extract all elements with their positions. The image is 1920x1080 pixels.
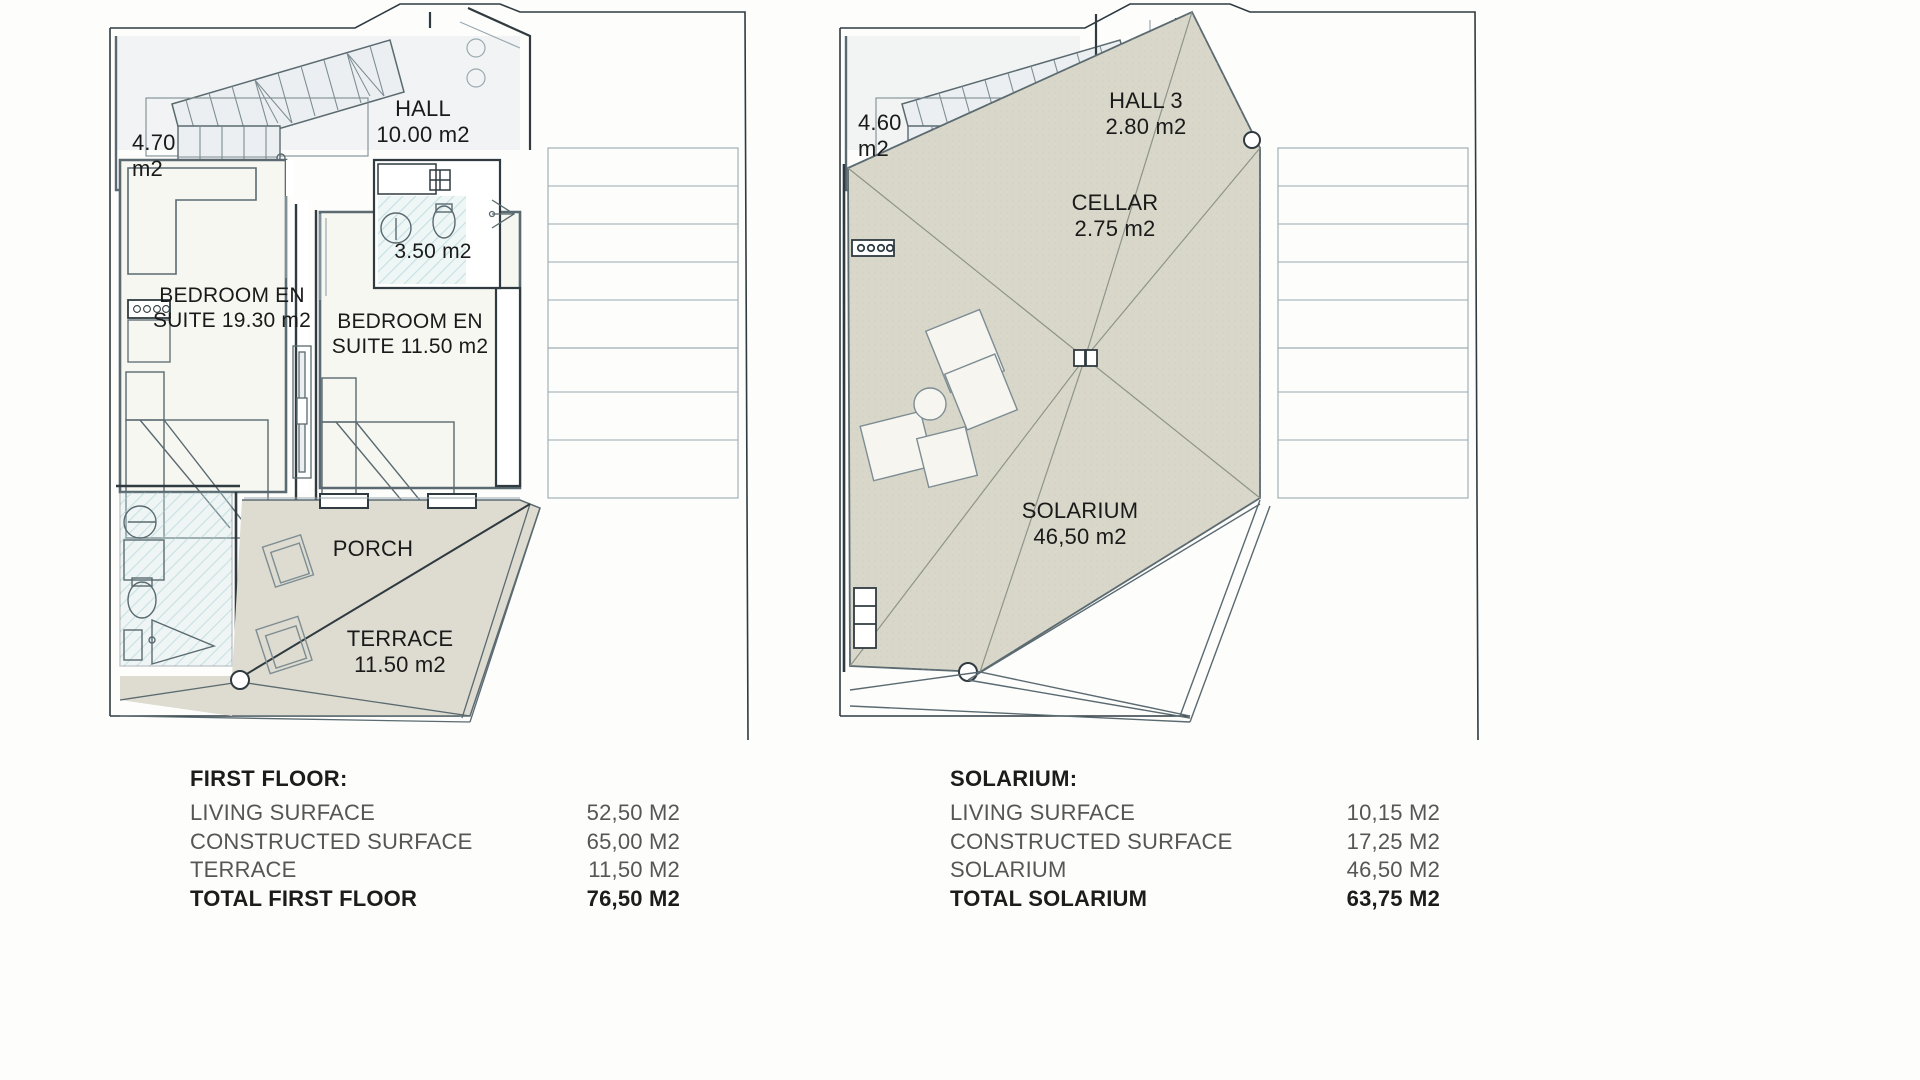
legend-value: 17,25 M2 xyxy=(1346,828,1440,854)
legend-value: 46,50 M2 xyxy=(1346,857,1440,883)
legend-label: LIVING SURFACE xyxy=(190,800,375,825)
legend-row: SOLARIUM 46,50 M2 xyxy=(950,856,1440,885)
legend-row: LIVING SURFACE 10,15 M2 xyxy=(950,799,1440,828)
legend-label: CONSTRUCTED SURFACE xyxy=(190,828,473,854)
legend-value: 76,50 M2 xyxy=(586,885,680,911)
legend-value: 63,75 M2 xyxy=(1346,885,1440,911)
legend-label: LIVING SURFACE xyxy=(950,800,1135,825)
legend-first-floor: FIRST FLOOR: LIVING SURFACE 52,50 M2 CON… xyxy=(190,766,680,913)
legend-solarium: SOLARIUM: LIVING SURFACE 10,15 M2 CONSTR… xyxy=(950,766,1440,913)
legend-row: TERRACE 11,50 M2 xyxy=(190,856,680,885)
legend-row: CONSTRUCTED SURFACE 17,25 M2 xyxy=(950,828,1440,857)
legend-row: CONSTRUCTED SURFACE 65,00 M2 xyxy=(190,828,680,857)
legend-label: TOTAL FIRST FLOOR xyxy=(190,885,418,911)
first-floor-plan-drawing xyxy=(109,3,749,741)
legend-label: SOLARIUM xyxy=(950,857,1067,883)
legend-value: 10,15 M2 xyxy=(1346,800,1440,825)
legend-row-total: TOTAL FIRST FLOOR 76,50 M2 xyxy=(190,885,680,914)
legend-row-total: TOTAL SOLARIUM 63,75 M2 xyxy=(950,885,1440,914)
legend-title-first-floor: FIRST FLOOR: xyxy=(190,766,348,791)
legend-value: 11,50 M2 xyxy=(588,857,680,883)
legend-value: 65,00 M2 xyxy=(586,828,680,854)
legend-label: TERRACE xyxy=(190,857,297,883)
solarium-plan-drawing xyxy=(839,3,1479,741)
legend-value: 52,50 M2 xyxy=(586,800,680,825)
legend-row: LIVING SURFACE 52,50 M2 xyxy=(190,799,680,828)
legend-title-solarium: SOLARIUM: xyxy=(950,766,1078,791)
legend-label: CONSTRUCTED SURFACE xyxy=(950,828,1233,854)
legend-label: TOTAL SOLARIUM xyxy=(950,885,1148,911)
